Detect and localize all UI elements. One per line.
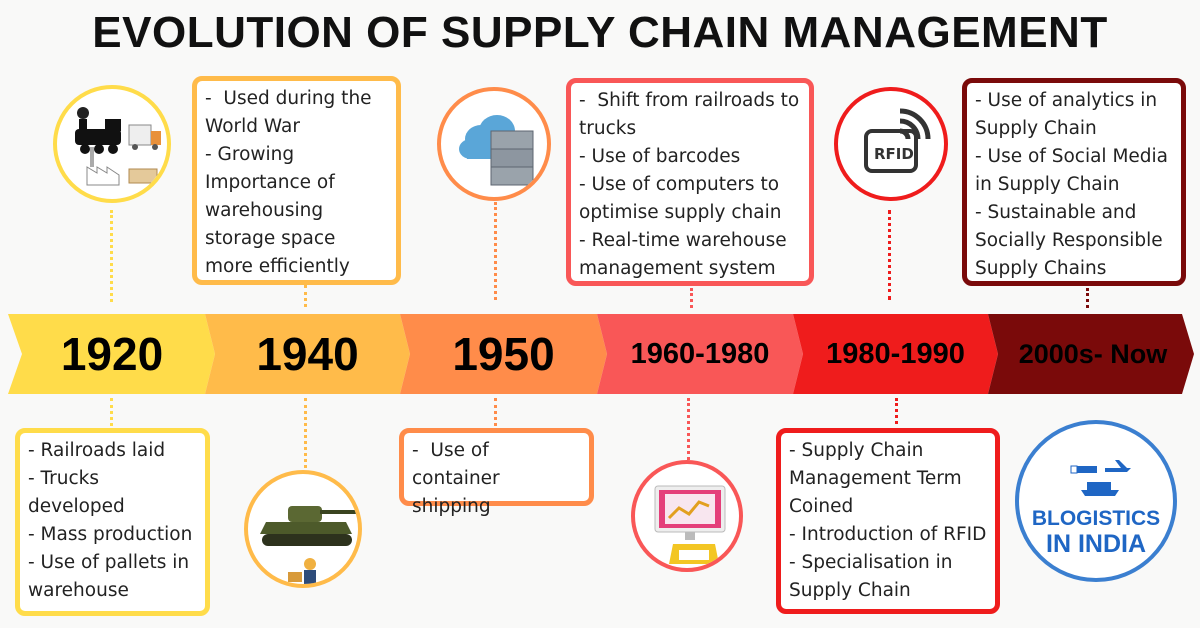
box-1940-item: - Growing Importance of warehousing stor… [205,144,350,277]
connector-1960-bottom [687,398,690,460]
connector-1980-top [888,210,891,300]
box-1950-item: - Use of container shipping [412,440,506,517]
logistics-logo-icon [1015,420,1177,582]
connector-1960-top [690,288,693,308]
cloud-container-icon [437,87,551,201]
connector-1980-bottom [895,398,898,424]
chevron-1960-1980 [597,314,803,394]
box-2000s-item: - Sustainable and Socially Responsible S… [975,202,1169,279]
box-1960-item: - Use of computers to optimise supply ch… [579,174,785,223]
year-1960-1980: 1960-1980 [630,338,770,370]
timeline-arrows [8,314,1194,394]
year-2000s-now: 2000s- Now [1018,339,1168,369]
box-1960-1980: - Shift from railroads to trucks - Use o… [566,78,814,286]
box-1940-item: - Used during the World War [205,88,378,137]
connector-1950-bottom [494,398,497,426]
box-1920-item: - Use of pallets in warehouse [28,552,195,601]
chevron-1980-1990 [793,314,998,394]
rfid-icon: RFID [834,87,948,201]
connector-1940-top [304,285,307,307]
box-1950: - Use of container shipping [399,428,594,517]
box-1920: - Railroads laid - Trucks developed - Ma… [15,428,210,616]
box-2000s-now: - Use of analytics in Supply Chain - Use… [962,78,1186,286]
box-1960-item: - Shift from railroads to trucks [579,90,806,139]
box-1920-item: - Railroads laid [28,440,166,461]
chevron-2000s [988,314,1194,394]
connector-1920-bottom [110,398,113,426]
chevron-1940 [205,314,410,394]
box-1980-item: - Specialisation in Supply Chain [789,552,959,601]
connector-2000s-top [1086,288,1089,308]
year-1940: 1940 [256,328,359,380]
box-1920-item: - Mass production [28,524,193,545]
box-2000s-item: - Use of analytics in Supply Chain [975,90,1164,139]
connector-1920-top [110,210,113,302]
box-1980-item: - Introduction of RFID [789,524,987,545]
tank-worker-icon [244,470,362,588]
train-factory-icon [53,85,171,203]
page-title: EVOLUTION OF SUPPLY CHAIN MANAGEMENT [92,8,1108,57]
chevron-1950 [400,314,607,394]
year-1920: 1920 [60,328,164,380]
year-1950: 1950 [452,328,555,380]
logo-line2: IN INDIA [1046,530,1146,558]
box-1940: - Used during the World War - Growing Im… [192,76,401,285]
connector-1940-bottom [304,398,307,468]
box-1920-item: - Trucks developed [28,468,125,517]
computer-barcode-icon [631,460,743,572]
connector-1950-top [494,202,497,300]
year-1980-1990: 1980-1990 [826,338,965,370]
box-1980-1990: - Supply Chain Management Term Coined - … [776,428,1000,614]
box-1960-item: - Real-time warehouse management system [579,230,793,279]
box-1960-item: - Use of barcodes [579,146,741,167]
logo-line1: BLOGISTICS [1031,507,1161,530]
box-1980-item: - Supply Chain Management Term Coined [789,440,968,517]
box-2000s-item: - Use of Social Media in Supply Chain [975,146,1174,195]
chevron-1920 [8,314,215,394]
svg-text:RFID: RFID [874,145,914,163]
